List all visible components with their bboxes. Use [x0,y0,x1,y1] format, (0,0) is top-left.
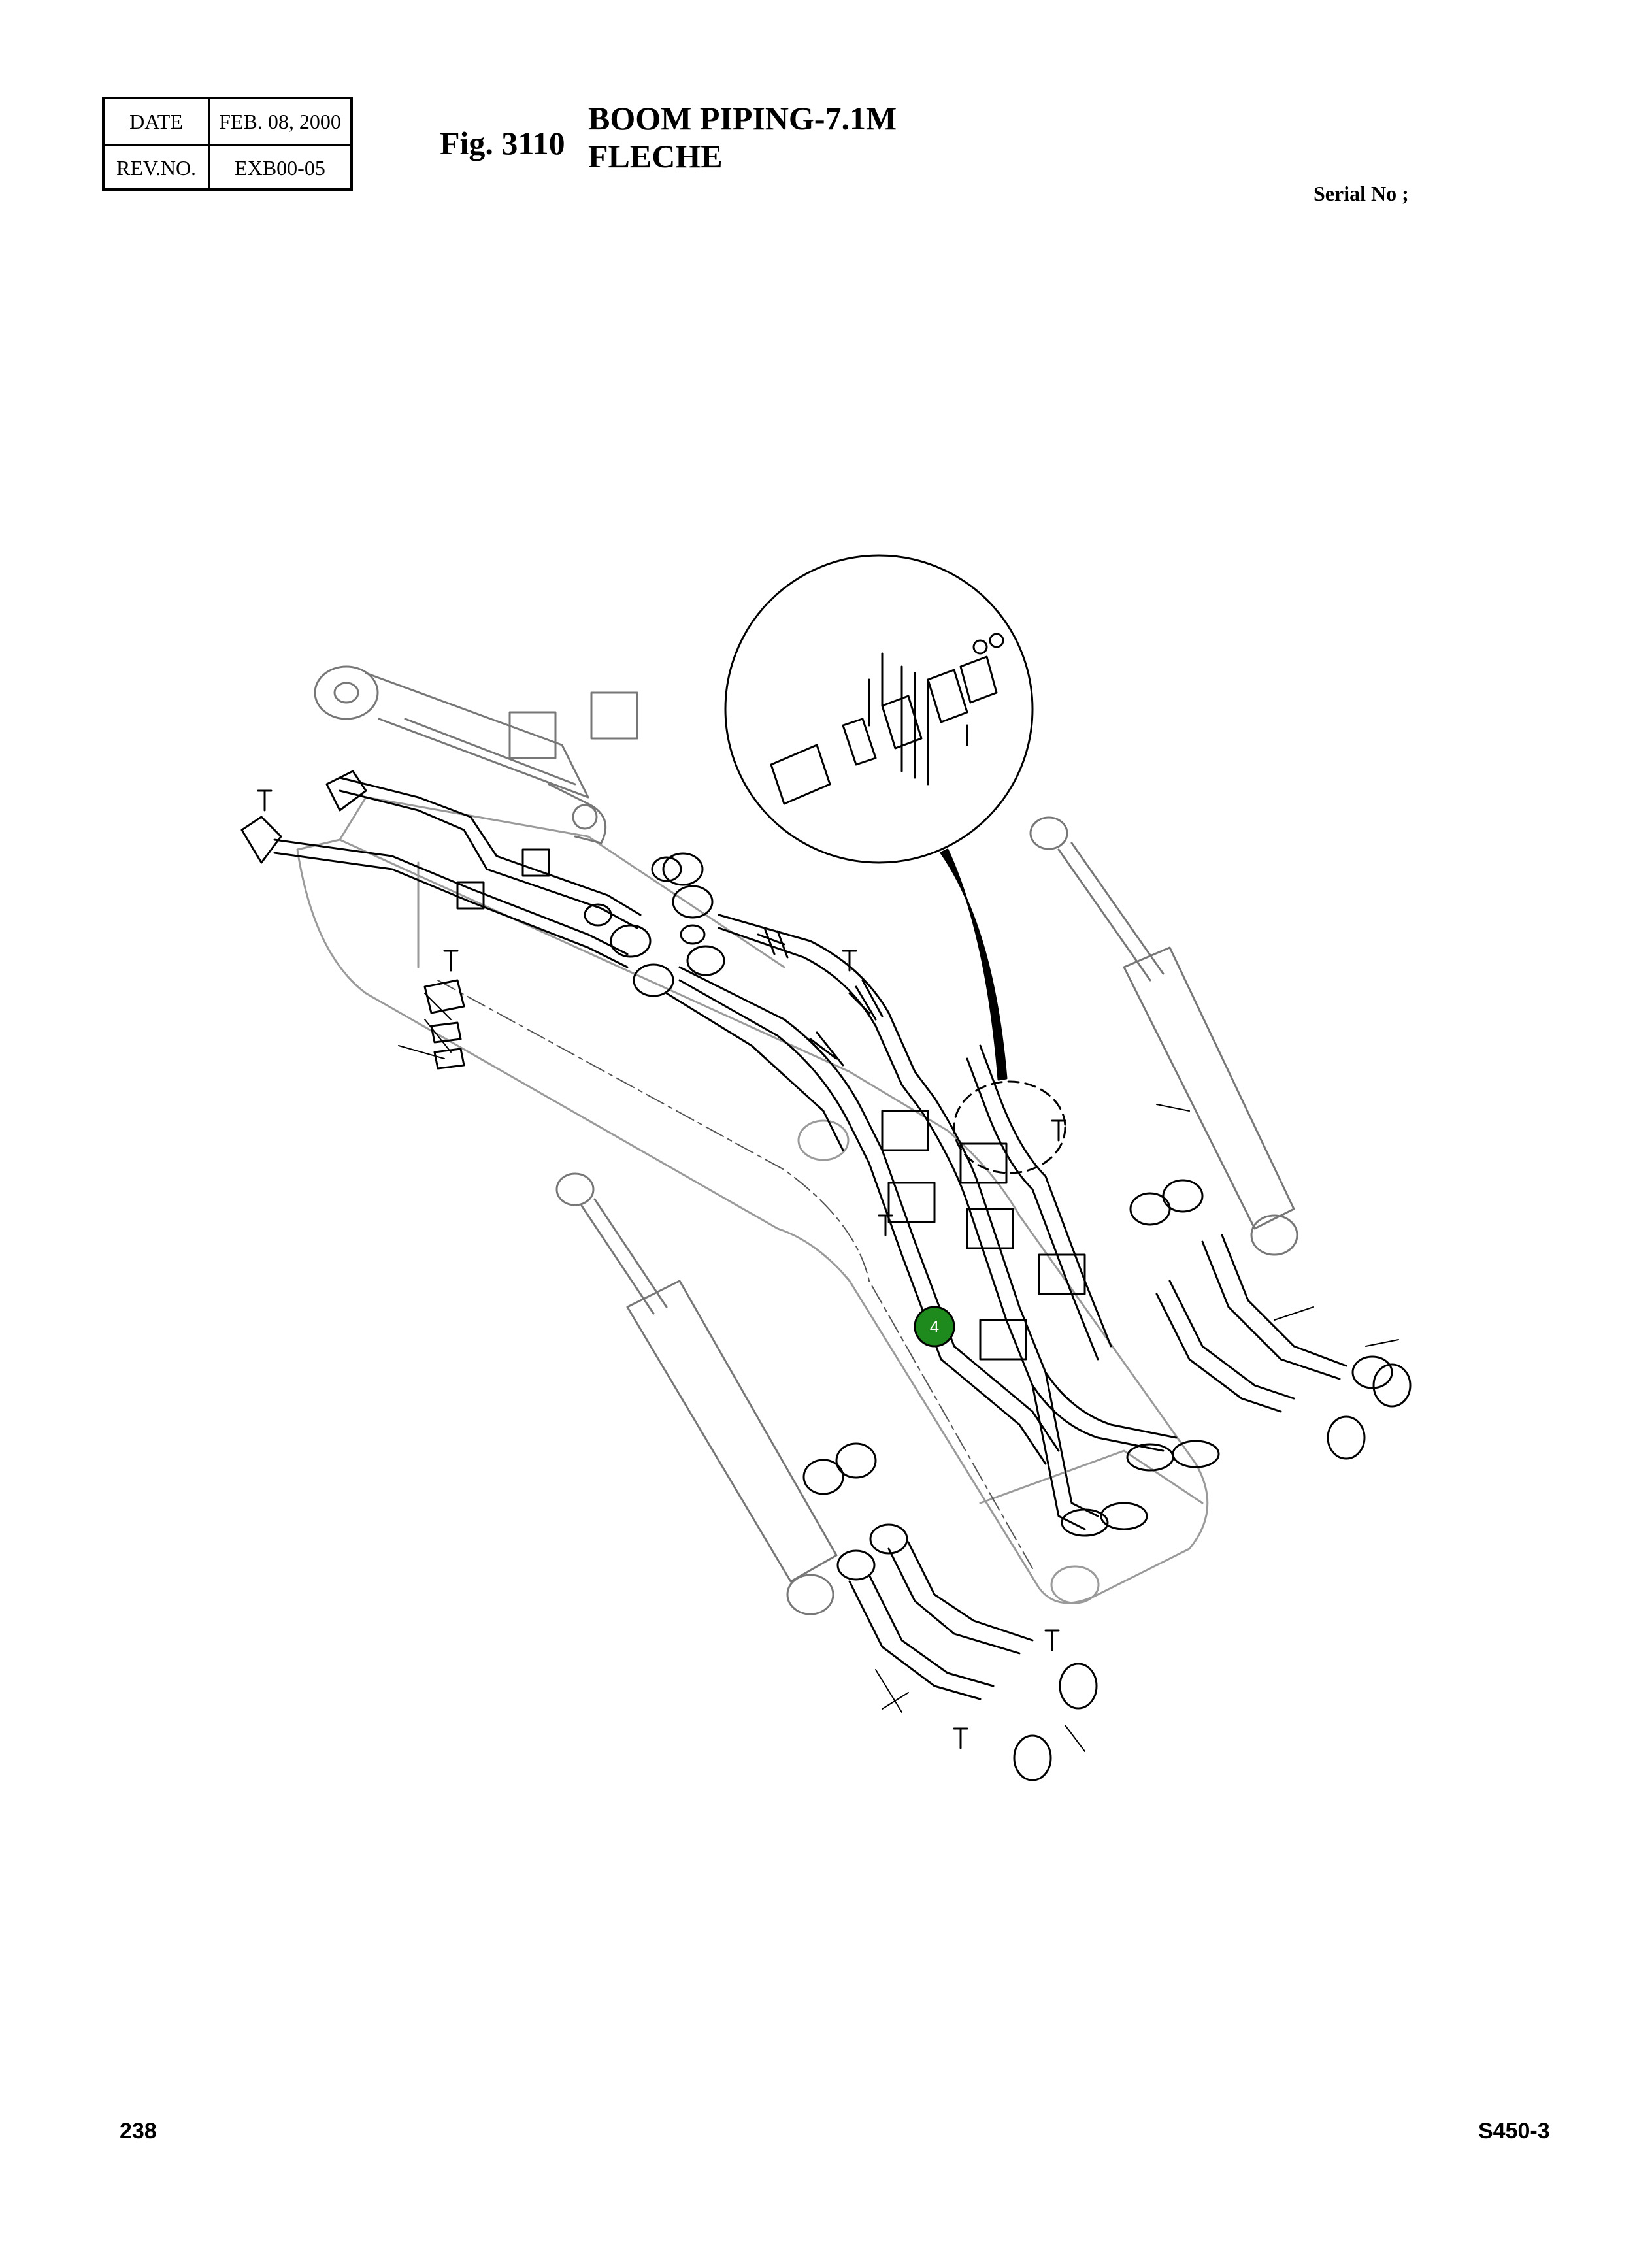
boom-head-flanges [1061,1440,1220,1537]
callout-markers: 4 [914,1306,955,1348]
detail-circle [724,554,1034,864]
magnifier-leader [940,848,1008,1081]
rev-label: REV.NO. [105,146,210,190]
cylinder-right [1029,816,1298,1256]
rev-value: EXB00-05 [235,156,325,180]
detail-dashed-ring [953,1080,1066,1174]
figure-title-en: BOOM PIPING-7.1M [588,100,897,137]
date-row: DATE FEB. 08, 2000 [105,99,350,144]
hoses-right [1129,1179,1412,1460]
pipe-upper-long [240,770,642,968]
cylinder-left [555,1172,838,1615]
flanges-cluster [584,852,725,997]
rev-row: REV.NO. EXB00-05 [105,144,350,190]
hoses-bottom [802,1442,1098,1781]
callout-marker-4 [914,1306,955,1348]
revision-table: DATE FEB. 08, 2000 REV.NO. EXB00-05 [102,97,353,191]
clamps [881,1110,1086,1361]
figure-number: Fig. 3110 [440,125,565,161]
date-label: DATE [105,99,210,144]
boom-cylinder-top [314,665,638,844]
page-number: 238 [120,2119,157,2143]
hoses-boom [665,914,916,1165]
center-line [437,980,1033,1569]
date-value: FEB. 08, 2000 [219,109,341,133]
leader-lines [398,993,1399,1752]
boom-outline [296,796,1209,1604]
pipes-lower [868,1044,1178,1530]
model-number: S450-3 [1478,2119,1550,2143]
bolts [257,789,1066,1749]
callout-label-4: 4 [930,1317,939,1336]
clip-parts [423,979,465,1070]
figure-title-fr: FLECHE [588,138,723,174]
figure-title: BOOM PIPING-7.1M FLECHE [588,99,897,175]
serial-label: Serial No ; [1313,182,1409,205]
